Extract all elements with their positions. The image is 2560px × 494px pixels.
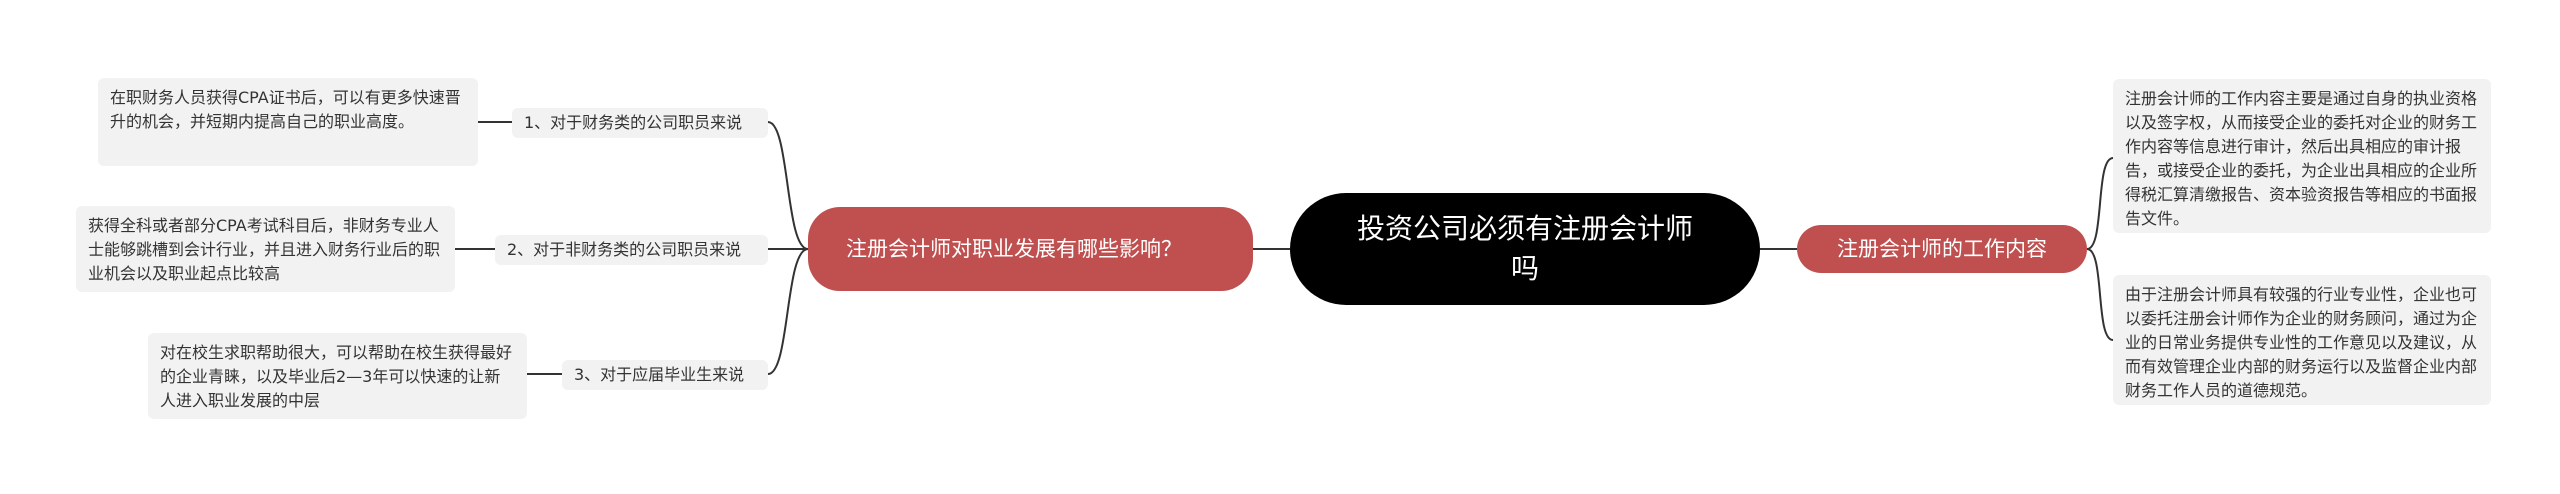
branch-career-impact[interactable]: 注册会计师对职业发展有哪些影响？ <box>808 207 1253 291</box>
link-right-leaf2 <box>2086 248 2114 341</box>
leaf-work-content-advisor[interactable]: 由于注册会计师具有较强的行业专业性，企业也可以委托注册会计师作为企业的财务顾问，… <box>2113 275 2491 405</box>
leaf-work-content-audit[interactable]: 注册会计师的工作内容主要是通过自身的执业资格以及签字权，从而接受企业的委托对企业… <box>2113 79 2491 233</box>
branch-work-content[interactable]: 注册会计师的工作内容 <box>1797 225 2087 273</box>
subtopic-graduates-label: 3、对于应届毕业生来说 <box>574 365 745 384</box>
link-left-sub1 <box>767 121 809 250</box>
link-left-sub3 <box>767 248 809 375</box>
leaf-graduates-detail[interactable]: 对在校生求职帮助很大，可以帮助在校生获得最好的企业青睐，以及毕业后2—3年可以快… <box>148 333 527 419</box>
leaf-non-finance-staff-text: 获得全科或者部分CPA考试科目后，非财务专业人士能够跳槽到会计行业，并且进入财务… <box>88 216 441 283</box>
leaf-finance-staff-text: 在职财务人员获得CPA证书后，可以有更多快速晋升的机会，并短期内提高自己的职业高… <box>110 88 461 131</box>
leaf-non-finance-staff-detail[interactable]: 获得全科或者部分CPA考试科目后，非财务专业人士能够跳槽到会计行业，并且进入财务… <box>76 206 455 292</box>
branch-career-impact-label: 注册会计师对职业发展有哪些影响？ <box>846 237 1182 261</box>
leaf-graduates-text: 对在校生求职帮助很大，可以帮助在校生获得最好的企业青睐，以及毕业后2—3年可以快… <box>160 343 513 410</box>
subtopic-non-finance-staff[interactable]: 2、对于非财务类的公司职员来说 <box>495 235 768 265</box>
subtopic-non-finance-staff-label: 2、对于非财务类的公司职员来说 <box>507 240 742 259</box>
subtopic-finance-staff[interactable]: 1、对于财务类的公司职员来说 <box>512 108 768 138</box>
subtopic-finance-staff-label: 1、对于财务类的公司职员来说 <box>524 113 743 132</box>
link-right-leaf1 <box>2086 157 2114 250</box>
root-topic[interactable]: 投资公司必须有注册会计师吗 <box>1290 193 1760 305</box>
branch-work-content-label: 注册会计师的工作内容 <box>1837 237 2047 261</box>
leaf-work-content-advisor-text: 由于注册会计师具有较强的行业专业性，企业也可以委托注册会计师作为企业的财务顾问，… <box>2125 285 2478 400</box>
leaf-work-content-audit-text: 注册会计师的工作内容主要是通过自身的执业资格以及签字权，从而接受企业的委托对企业… <box>2125 89 2478 228</box>
root-topic-label: 投资公司必须有注册会计师吗 <box>1356 212 1693 285</box>
leaf-finance-staff-detail[interactable]: 在职财务人员获得CPA证书后，可以有更多快速晋升的机会，并短期内提高自己的职业高… <box>98 78 478 166</box>
subtopic-graduates[interactable]: 3、对于应届毕业生来说 <box>562 360 768 390</box>
